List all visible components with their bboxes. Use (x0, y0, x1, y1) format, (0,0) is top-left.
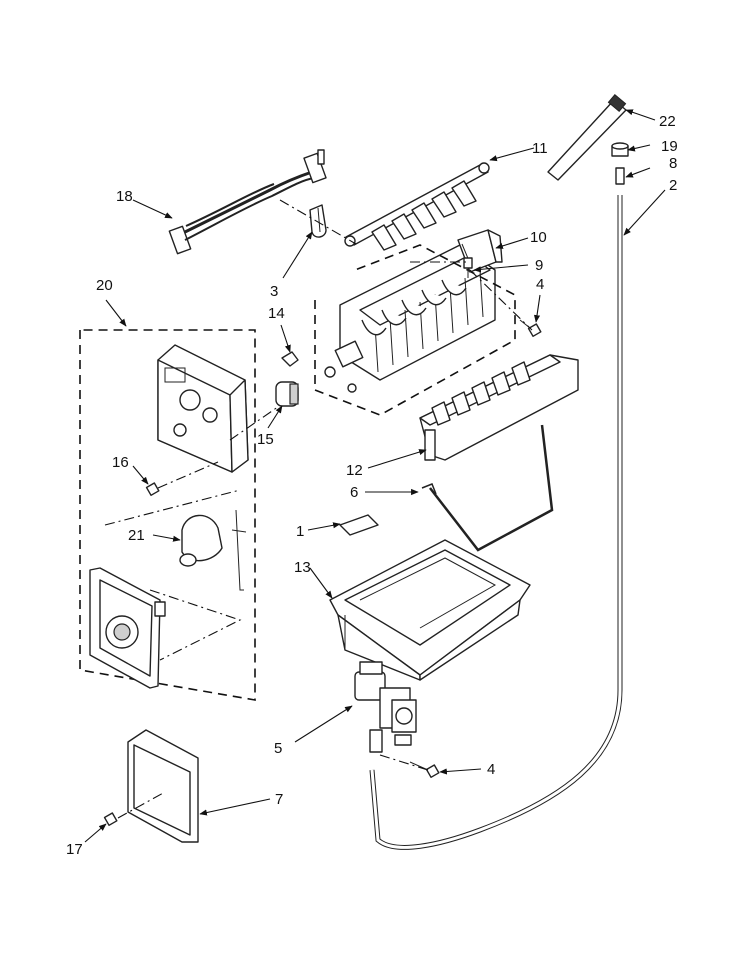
callout-20: 20 (96, 277, 113, 294)
callout-8: 8 (669, 155, 677, 172)
screw-part-lower (409, 761, 440, 779)
callout-12: 12 (346, 462, 363, 479)
motor-assembly-group-box (79, 329, 256, 701)
ferrule-part (615, 167, 625, 185)
motor-part (179, 509, 247, 591)
callout-4-lower: 4 (487, 761, 495, 778)
callout-1: 1 (296, 523, 304, 540)
thermostat-part (275, 381, 299, 407)
callout-13: 13 (294, 559, 311, 576)
mounting-plate-part (89, 567, 166, 689)
leader-lines (84, 109, 666, 843)
callout-4-upper: 4 (536, 276, 544, 293)
callout-9: 9 (535, 257, 543, 274)
nut-part (611, 142, 629, 157)
callout-3: 3 (270, 283, 278, 300)
harness-clip-part (309, 204, 327, 238)
clip-part (339, 514, 379, 536)
screw-part (463, 257, 473, 278)
callout-2: 2 (669, 177, 677, 194)
callout-14: 14 (268, 305, 285, 322)
callout-5: 5 (274, 740, 282, 757)
cover-panel-part (127, 729, 199, 843)
callout-18: 18 (116, 188, 133, 205)
callout-16: 16 (112, 454, 129, 471)
shutoff-arm-cover-part (419, 354, 579, 461)
water-valve-part (354, 661, 417, 753)
callout-15: 15 (257, 431, 274, 448)
callout-6: 6 (350, 484, 358, 501)
thermostat-clip-part (281, 351, 299, 367)
housing-screw-part (145, 461, 219, 497)
callout-7: 7 (275, 791, 283, 808)
callout-10: 10 (530, 229, 547, 246)
ice-mold-part (324, 244, 496, 393)
wire-harness-part (168, 149, 327, 255)
mold-group-outline (314, 244, 516, 416)
callout-19: 19 (661, 138, 678, 155)
callout-17: 17 (66, 841, 83, 858)
ejector-part (344, 162, 490, 251)
ice-bin-part (329, 539, 531, 681)
callout-22: 22 (659, 113, 676, 130)
control-housing-part (157, 344, 249, 473)
callout-11: 11 (532, 140, 548, 157)
shutoff-arm-part (429, 424, 554, 552)
cover-screw-part (103, 791, 166, 827)
fill-tube-part (547, 93, 627, 181)
callout-21: 21 (128, 527, 145, 544)
